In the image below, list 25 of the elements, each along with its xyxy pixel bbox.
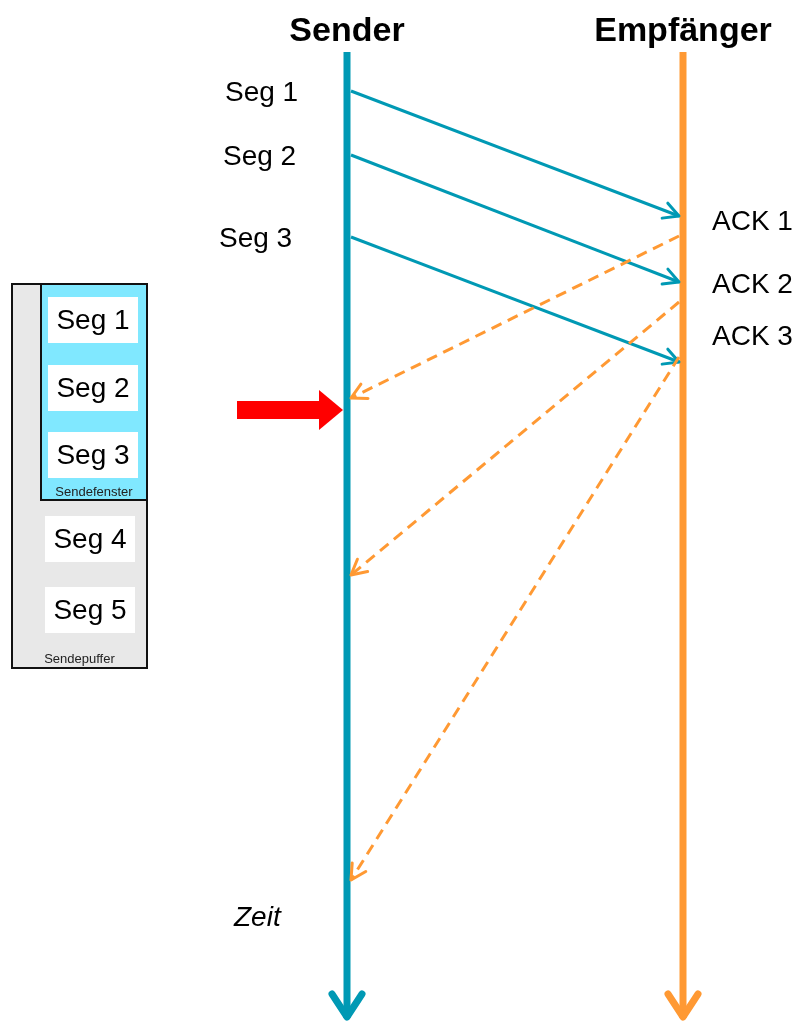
panel-caption: Sendefenster: [54, 484, 134, 499]
segment-box: Seg 5: [45, 587, 135, 633]
message-label: ACK 2: [712, 268, 793, 300]
lifeline-heading: Empfänger: [593, 10, 773, 49]
buffer-panel: [11, 283, 148, 669]
arrow: [350, 153, 681, 286]
segment-box: Seg 1: [48, 297, 138, 343]
message-label: Seg 3: [219, 222, 293, 254]
panel-caption: Sendepuffer: [43, 651, 116, 666]
message-label: ACK 3: [712, 320, 793, 352]
lifeline-heading: Sender: [288, 10, 406, 49]
dashed-arrow: [349, 234, 680, 401]
axis-label: Zeit: [234, 901, 281, 933]
segment-box: Seg 4: [45, 516, 135, 562]
message-label: Seg 1: [225, 76, 299, 108]
segment-box: Seg 3: [48, 432, 138, 478]
segment-box: Seg 2: [48, 365, 138, 411]
dashed-arrow: [349, 300, 680, 577]
message-label: ACK 1: [712, 205, 793, 237]
arrow: [350, 89, 681, 220]
window-panel: [40, 283, 148, 501]
message-label: Seg 2: [223, 140, 297, 172]
arrow: [350, 235, 681, 366]
arrow: [237, 390, 343, 430]
dashed-arrow: [349, 356, 681, 882]
